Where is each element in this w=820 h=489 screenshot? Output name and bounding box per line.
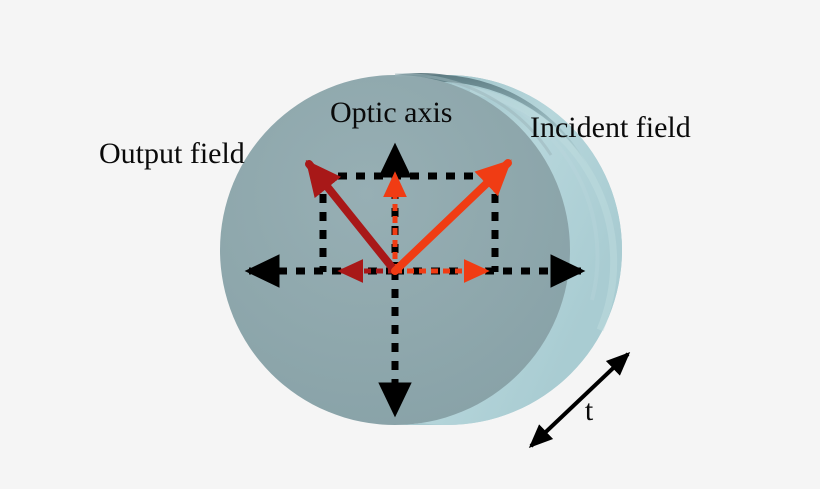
- incident-field-label: Incident field: [530, 111, 691, 144]
- thickness-indicator: t: [528, 351, 631, 449]
- optic-axis-label: Optic axis: [330, 96, 452, 129]
- thickness-arrow: [528, 351, 631, 449]
- thickness-label: t: [585, 394, 594, 427]
- field-components: [337, 171, 490, 283]
- incident-field-vector: [391, 159, 512, 275]
- output-field-label: Output field: [99, 137, 245, 170]
- field-vectors: [305, 159, 512, 275]
- output-field-vector: [305, 159, 399, 275]
- component-projection-rectangle: [319, 172, 499, 272]
